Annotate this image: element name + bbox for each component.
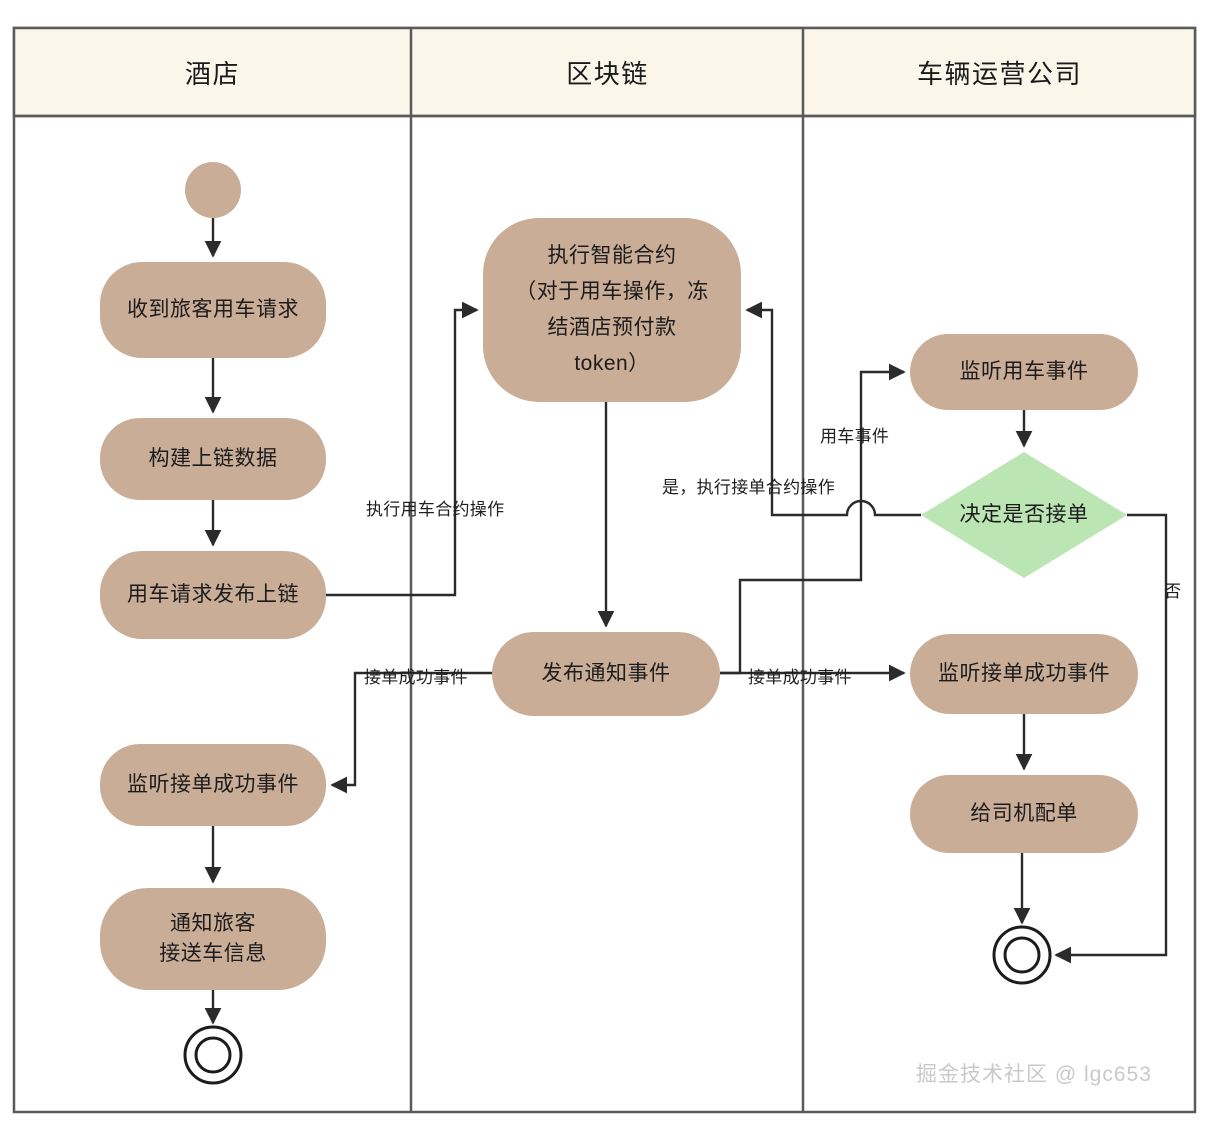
node-smart-contract[interactable]	[483, 218, 741, 402]
node-publish-notify[interactable]	[492, 632, 720, 716]
edge-label-accept-success-right: 接单成功事件	[748, 668, 852, 687]
node-build-chain-data[interactable]	[100, 418, 326, 500]
edge-notify-hotel	[330, 671, 492, 794]
node-decide-accept[interactable]	[921, 452, 1127, 578]
edge-label-accept-success-left: 接单成功事件	[364, 668, 468, 687]
node-notify-traveler[interactable]	[100, 888, 326, 990]
edge-label-ride-event: 用车事件	[820, 427, 890, 446]
node-end-operator[interactable]	[992, 925, 1052, 985]
node-op-listen-accept[interactable]	[910, 634, 1138, 714]
node-listen-ride-event[interactable]	[910, 334, 1138, 410]
edge-notify-ride	[720, 363, 906, 675]
lane-title-hotel: 酒店	[184, 58, 240, 89]
edge-label-yes-accept-contract: 是，执行接单合约操作	[662, 478, 835, 497]
lane-title-blockchain: 区块链	[566, 58, 649, 89]
node-assign-driver[interactable]	[910, 775, 1138, 853]
lane-title-operator: 车辆运营公司	[916, 58, 1082, 89]
node-hotel-listen-accept[interactable]	[100, 744, 326, 826]
nodes	[100, 162, 1138, 1085]
connectors	[204, 218, 1168, 1025]
node-start-hotel[interactable]	[185, 162, 241, 218]
edge-label-exec-ride-contract: 执行用车合约操作	[366, 500, 505, 519]
edge-label-no: 否	[1161, 582, 1180, 600]
node-publish-on-chain[interactable]	[100, 551, 326, 639]
edge-publish-contract	[326, 301, 479, 597]
edge-decide-yes	[745, 301, 921, 517]
edge-decide-no	[1054, 513, 1168, 964]
node-end-hotel[interactable]	[183, 1025, 243, 1085]
node-receive-request[interactable]	[100, 262, 326, 358]
watermark: 掘金技术社区 @ lgc653	[916, 1063, 1152, 1086]
